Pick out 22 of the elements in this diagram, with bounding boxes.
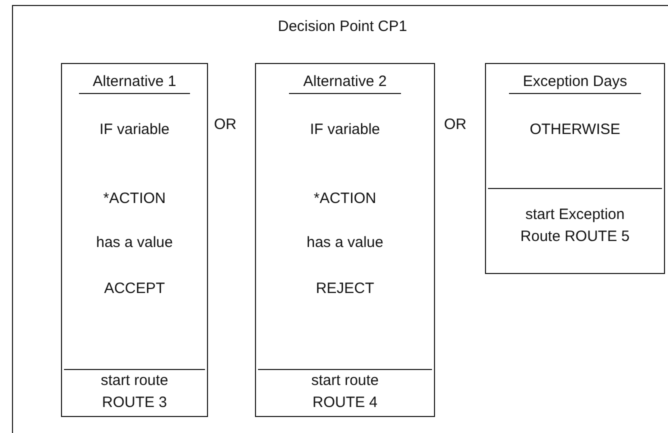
process-box bbox=[61, 63, 208, 417]
box-text: start Exception Route ROUTE 5 bbox=[519, 205, 631, 247]
box-heading: Exception Days bbox=[508, 73, 642, 94]
box-text: *ACTION bbox=[312, 189, 378, 209]
box-text: ACCEPT bbox=[103, 279, 166, 299]
box-text: start route ROUTE 3 bbox=[100, 371, 170, 413]
process-box bbox=[485, 63, 665, 274]
process-box bbox=[255, 63, 435, 417]
group-title: Decision Point CP1 bbox=[278, 18, 408, 35]
box-heading: Alternative 2 bbox=[289, 73, 401, 94]
box-text: has a value bbox=[306, 233, 384, 253]
box-text: *ACTION bbox=[102, 189, 167, 209]
group-frame bbox=[12, 5, 668, 433]
box-text: has a value bbox=[95, 233, 174, 253]
box-heading: Alternative 1 bbox=[78, 73, 190, 94]
box-text: REJECT bbox=[314, 279, 376, 299]
box-text: IF variable bbox=[98, 120, 171, 140]
box-text: start route ROUTE 4 bbox=[310, 371, 380, 413]
connector-word: OR bbox=[444, 116, 466, 133]
connector-word: OR bbox=[214, 116, 236, 133]
box-text: OTHERWISE bbox=[528, 120, 622, 140]
box-text: IF variable bbox=[308, 120, 382, 140]
